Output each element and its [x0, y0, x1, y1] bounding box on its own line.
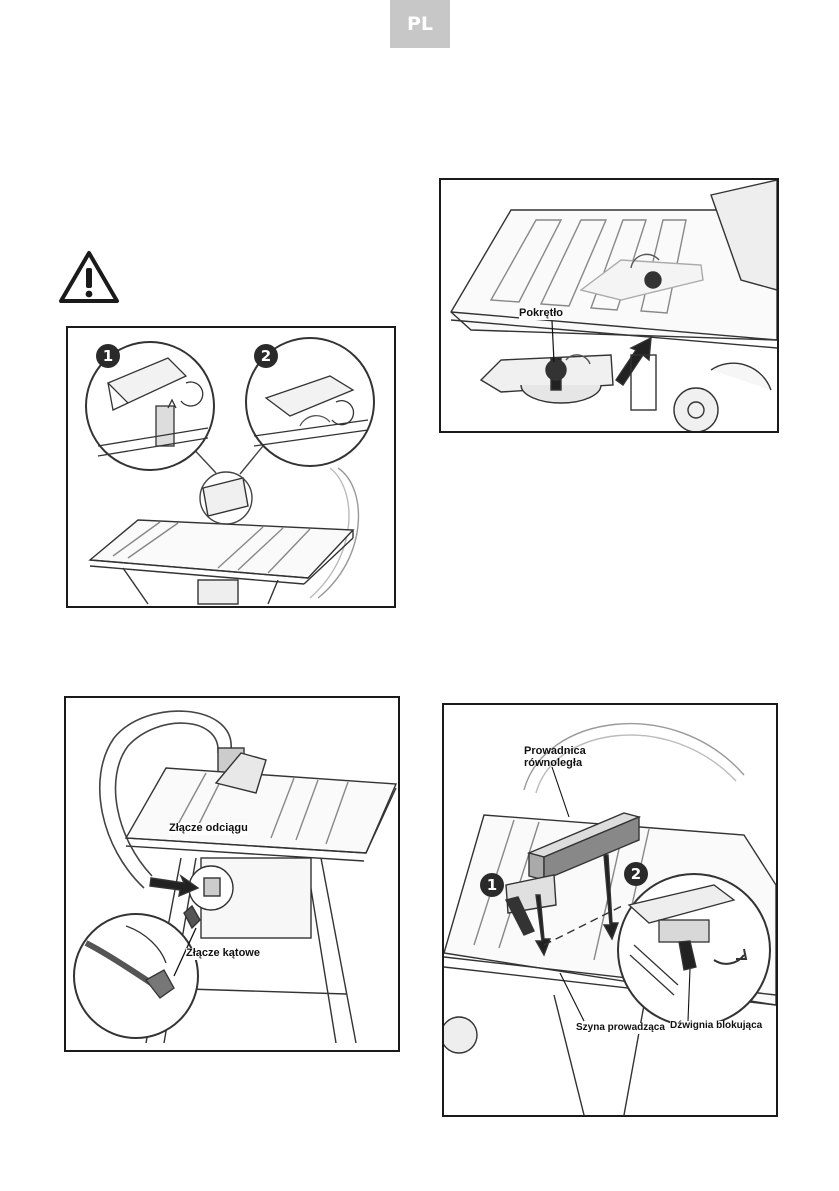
parallel-fence-label: Prowadnica równoległa: [524, 746, 604, 769]
extraction-connector-label: Złącze odciągu: [169, 823, 248, 835]
knob-label: Pokrętło: [519, 308, 563, 320]
blade-guard-illustration: [68, 328, 394, 606]
step-1-badge: 1: [480, 873, 504, 897]
warning-icon: [58, 250, 120, 304]
step-1-badge: 1: [96, 344, 120, 368]
blade-guard-figure: 1 2: [66, 326, 396, 608]
parallel-fence-illustration: [444, 705, 776, 1115]
miter-gauge-figure: Pokrętło: [439, 178, 779, 433]
step-2-badge: 2: [624, 862, 648, 886]
dust-extraction-figure: Złącze odciągu Złącze kątowe: [64, 696, 400, 1052]
dust-extraction-illustration: [66, 698, 398, 1050]
locking-lever-label: Dźwignia blokująca: [670, 1021, 762, 1032]
angle-connector-label: Złącze kątowe: [186, 948, 260, 960]
miter-gauge-illustration: [441, 180, 777, 431]
guide-rail-label: Szyna prowadząca: [576, 1023, 665, 1034]
step-2-badge: 2: [254, 344, 278, 368]
parallel-fence-figure: Prowadnica równoległa 1 2 Szyna prowadzą…: [442, 703, 778, 1117]
language-tab: PL: [390, 0, 450, 48]
